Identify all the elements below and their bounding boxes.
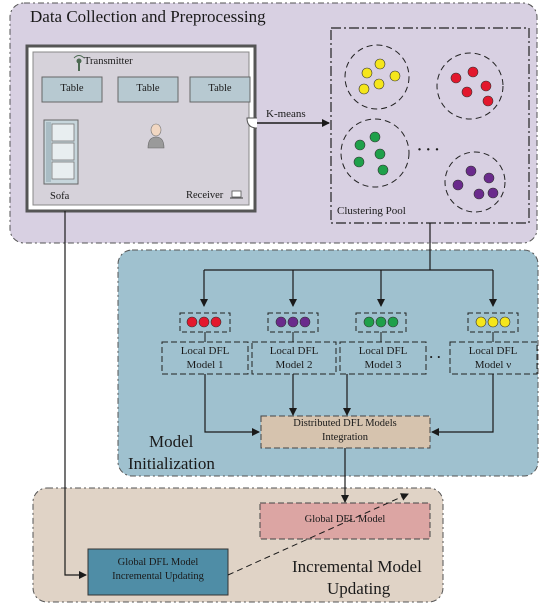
dot bbox=[353, 156, 365, 168]
local-model-ellipsis: · · bbox=[429, 349, 441, 364]
receiver-laptop-icon bbox=[230, 190, 243, 199]
sofa-label: Sofa bbox=[50, 191, 70, 202]
dot bbox=[487, 187, 499, 199]
dot bbox=[461, 86, 473, 98]
local-model-2-line1: Local DFL bbox=[269, 345, 319, 357]
dot bbox=[369, 131, 381, 143]
cluster-purple bbox=[444, 151, 506, 213]
dot bbox=[473, 188, 485, 200]
cluster-red bbox=[436, 52, 504, 120]
dot bbox=[374, 148, 386, 160]
local-model-v-line1: Local DFL bbox=[468, 345, 518, 357]
sofa-icon bbox=[43, 119, 79, 185]
transmitter-label: Transmitter bbox=[84, 56, 133, 67]
incremental-updating-box bbox=[87, 548, 229, 596]
local-model-1-line1: Local DFL bbox=[180, 345, 230, 357]
section-title-data-collection: Data Collection and Preprocessing bbox=[30, 7, 266, 26]
local-model-3-line1: Local DFL bbox=[358, 345, 408, 357]
clustering-pool-label: Clustering Pool bbox=[337, 205, 406, 217]
door-arc bbox=[246, 117, 258, 129]
local-model-2-box bbox=[251, 341, 337, 375]
dot bbox=[482, 95, 494, 107]
dot-to-model-connectors bbox=[204, 332, 494, 342]
cluster-ellipsis: · · · bbox=[417, 142, 440, 158]
integration-line1: Distributed DFL Models bbox=[293, 418, 397, 429]
table-2 bbox=[117, 76, 179, 103]
panel-model-initialization bbox=[117, 249, 539, 477]
dot bbox=[358, 83, 370, 95]
dot bbox=[480, 80, 492, 92]
receiver-label: Receiver bbox=[186, 190, 224, 201]
dot bbox=[377, 164, 389, 176]
local-model-2-line2: Model 2 bbox=[275, 359, 313, 371]
model-initialization-title-line2: Initialization bbox=[128, 454, 215, 473]
dot bbox=[361, 67, 373, 79]
table-3-label: Table bbox=[208, 83, 232, 94]
feedback-dashed-arrow bbox=[227, 493, 409, 576]
table-3 bbox=[189, 76, 251, 103]
table-1-label: Table bbox=[60, 83, 84, 94]
kmeans-label: K-means bbox=[266, 108, 306, 120]
integration-line2: Integration bbox=[321, 432, 369, 443]
local-model-1-line2: Model 1 bbox=[186, 359, 224, 371]
local-model-3-line2: Model 3 bbox=[364, 359, 402, 371]
incremental-updating-line2: Incremental Updating bbox=[112, 571, 204, 582]
newly-collected-data-arrow bbox=[64, 211, 87, 579]
local-model-1-box bbox=[161, 341, 249, 375]
global-model-label: Global DFL Model bbox=[304, 514, 386, 525]
dot bbox=[483, 172, 495, 184]
dot bbox=[467, 66, 479, 78]
global-model-box bbox=[259, 502, 431, 540]
dot-group-4 bbox=[467, 312, 519, 333]
dot bbox=[450, 72, 462, 84]
dot bbox=[389, 70, 401, 82]
dot bbox=[374, 58, 386, 70]
incremental-updating-line1: Global DFL Model bbox=[117, 557, 199, 568]
dot-group-3 bbox=[355, 312, 407, 333]
dot bbox=[373, 78, 385, 90]
incremental-title-line2: Updating bbox=[327, 579, 391, 598]
cluster-yellow bbox=[344, 44, 410, 110]
dot bbox=[452, 179, 464, 191]
integration-box bbox=[260, 415, 431, 449]
local-model-v-line2: Model ν bbox=[474, 359, 512, 371]
table-1 bbox=[41, 76, 103, 103]
cluster-green bbox=[340, 118, 410, 188]
dot bbox=[354, 139, 366, 151]
dot-group-2 bbox=[267, 312, 319, 333]
dot bbox=[465, 165, 477, 177]
distribution-arrows bbox=[200, 223, 497, 307]
person-icon bbox=[147, 123, 165, 149]
model-initialization-title-line1: Model bbox=[149, 432, 194, 451]
dot-group-1 bbox=[179, 312, 231, 333]
transmitter-icon bbox=[73, 55, 85, 71]
local-model-3-box bbox=[339, 341, 427, 375]
table-2-label: Table bbox=[136, 83, 160, 94]
integration-arrows bbox=[204, 374, 494, 436]
incremental-title-line1: Incremental Model bbox=[292, 557, 422, 576]
